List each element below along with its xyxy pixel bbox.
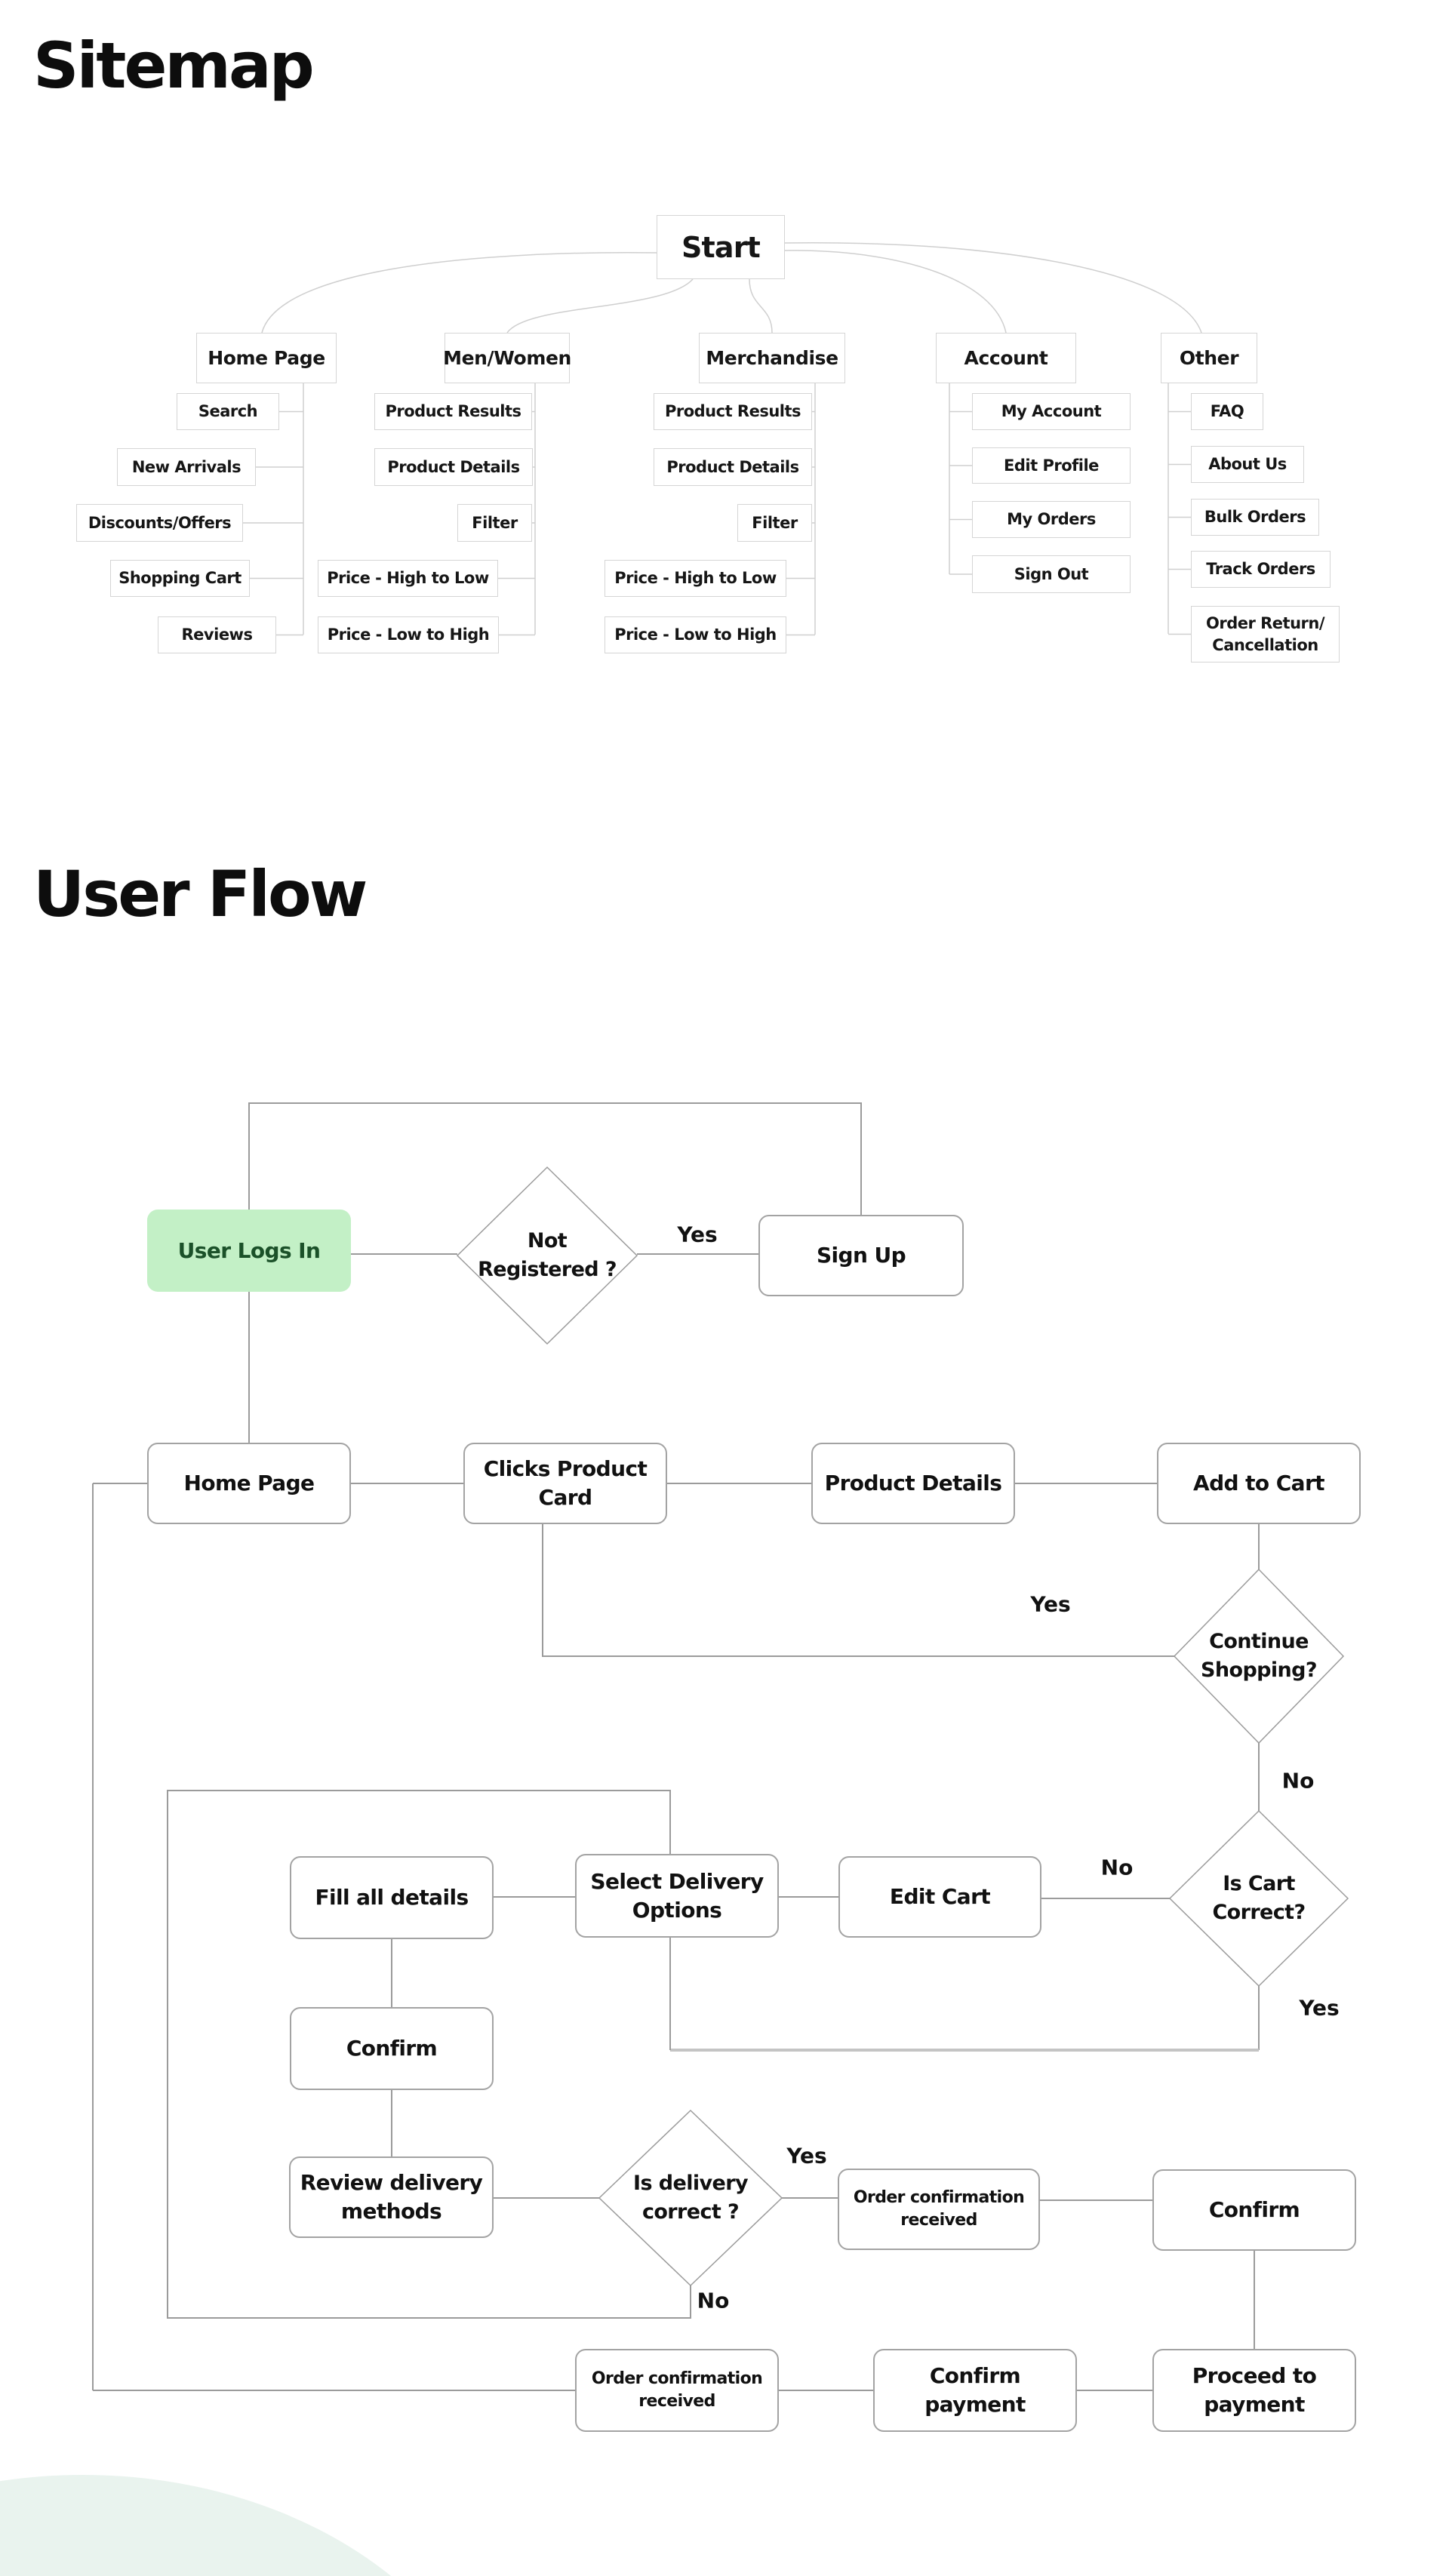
- decision-is-delivery-correct-label: Is delivery correct ?: [633, 2172, 749, 2224]
- sitemap-column-header-4: Other: [1161, 333, 1257, 383]
- line-continueshopping-yes-to-clicks: [542, 1524, 1174, 1657]
- decision-is-delivery-correct-shape: [598, 2109, 783, 2287]
- label-no-is-delivery: No: [697, 2288, 730, 2313]
- decision-not-registered-label: Not Registered ?: [478, 1229, 617, 1281]
- sitemap-child-1-2: Filter: [457, 504, 532, 542]
- sitemap-child-3-1: Edit Profile: [972, 447, 1131, 484]
- label-yes-is-cart-correct: Yes: [1299, 1995, 1340, 2021]
- flow-node-user-logs-in: User Logs In: [147, 1210, 351, 1292]
- flow-node-fill-all-details: Fill all details: [290, 1856, 494, 1939]
- flow-node-proceed-to-payment: Proceed to payment: [1152, 2349, 1356, 2432]
- sitemap-column-header-1: Men/Women: [443, 333, 571, 383]
- label-no-continue-shopping: No: [1281, 1768, 1315, 1794]
- curve-start-account: [784, 250, 1007, 334]
- label-yes-signup: Yes: [677, 1222, 718, 1247]
- flow-node-order-confirmation-received-2: Order confirmation received: [575, 2349, 779, 2432]
- flow-node-select-delivery-options: Select Delivery Options: [575, 1854, 779, 1938]
- decision-is-cart-correct-label: Is Cart Correct?: [1212, 1872, 1306, 1924]
- sitemap-start-node: Start: [657, 215, 785, 279]
- flow-node-confirm-payment: Confirm payment: [873, 2349, 1077, 2432]
- sitemap-child-0-3: Shopping Cart: [110, 560, 250, 597]
- flow-node-order-confirmation-received: Order confirmation received: [838, 2169, 1040, 2250]
- decorative-green-blob: [0, 2475, 392, 2576]
- sitemap-child-2-4: Price - Low to High: [605, 616, 786, 653]
- sitemap-column-header-3: Account: [936, 333, 1076, 383]
- userflow-title: User Flow: [33, 857, 368, 931]
- sitemap-child-3-2: My Orders: [972, 501, 1131, 538]
- sitemap-child-4-3: Track Orders: [1191, 551, 1331, 588]
- decision-not-registered-shape: [456, 1166, 638, 1345]
- flow-node-confirm: Confirm: [290, 2007, 494, 2090]
- sitemap-child-4-0: FAQ: [1191, 393, 1263, 430]
- label-yes-continue-shopping: Yes: [1030, 1591, 1071, 1617]
- sitemap-child-1-3: Price - High to Low: [318, 560, 498, 597]
- flow-node-edit-cart: Edit Cart: [838, 1856, 1041, 1938]
- sitemap-child-1-0: Product Results: [374, 393, 532, 430]
- decision-is-cart-correct-shape: [1168, 1809, 1349, 1987]
- curve-start-homepage: [261, 252, 657, 334]
- sitemap-child-1-1: Product Details: [374, 448, 533, 486]
- sitemap-child-4-1: About Us: [1191, 446, 1304, 483]
- sitemap-child-4-4: Order Return/ Cancellation: [1191, 606, 1340, 662]
- flow-node-review-delivery-methods: Review delivery methods: [289, 2156, 494, 2238]
- sitemap-child-2-3: Price - High to Low: [605, 560, 786, 597]
- sitemap-child-4-2: Bulk Orders: [1191, 499, 1319, 536]
- flow-node-product-details: Product Details: [811, 1443, 1015, 1524]
- decision-continue-shopping-shape: [1173, 1568, 1345, 1744]
- sitemap-column-header-2: Merchandise: [699, 333, 845, 383]
- line-signup-return-loop: [248, 1102, 862, 1215]
- flow-node-clicks-product-card: Clicks Product Card: [463, 1443, 667, 1524]
- sitemap-child-2-2: Filter: [737, 504, 812, 542]
- flow-node-confirm-final: Confirm: [1152, 2169, 1356, 2251]
- sitemap-child-2-0: Product Results: [654, 393, 812, 430]
- sitemap-child-0-1: New Arrivals: [117, 448, 256, 486]
- curve-start-other: [784, 241, 1202, 334]
- sitemap-column-header-0: Home Page: [196, 333, 337, 383]
- decision-continue-shopping-label: Continue Shopping?: [1201, 1630, 1318, 1682]
- sitemap-child-2-1: Product Details: [654, 448, 812, 486]
- sitemap-child-0-4: Reviews: [158, 616, 276, 653]
- flow-node-home-page: Home Page: [147, 1443, 351, 1524]
- line-delivery-no-loop: [167, 1790, 691, 2319]
- sitemap-child-0-0: Search: [177, 393, 279, 430]
- sitemap-child-3-0: My Account: [972, 393, 1131, 430]
- sitemap-title: Sitemap: [33, 29, 315, 103]
- sitemap-child-3-3: Sign Out: [972, 555, 1131, 593]
- curve-start-merchandise: [749, 278, 773, 334]
- flow-node-add-to-cart: Add to Cart: [1157, 1443, 1361, 1524]
- label-yes-is-delivery: Yes: [786, 2143, 827, 2169]
- label-no-is-cart-correct: No: [1100, 1855, 1134, 1880]
- sitemap-child-1-4: Price - Low to High: [318, 616, 499, 653]
- sitemap-child-0-2: Discounts/Offers: [76, 504, 243, 542]
- flow-node-sign-up: Sign Up: [758, 1215, 964, 1296]
- curve-start-menwomen: [506, 278, 694, 334]
